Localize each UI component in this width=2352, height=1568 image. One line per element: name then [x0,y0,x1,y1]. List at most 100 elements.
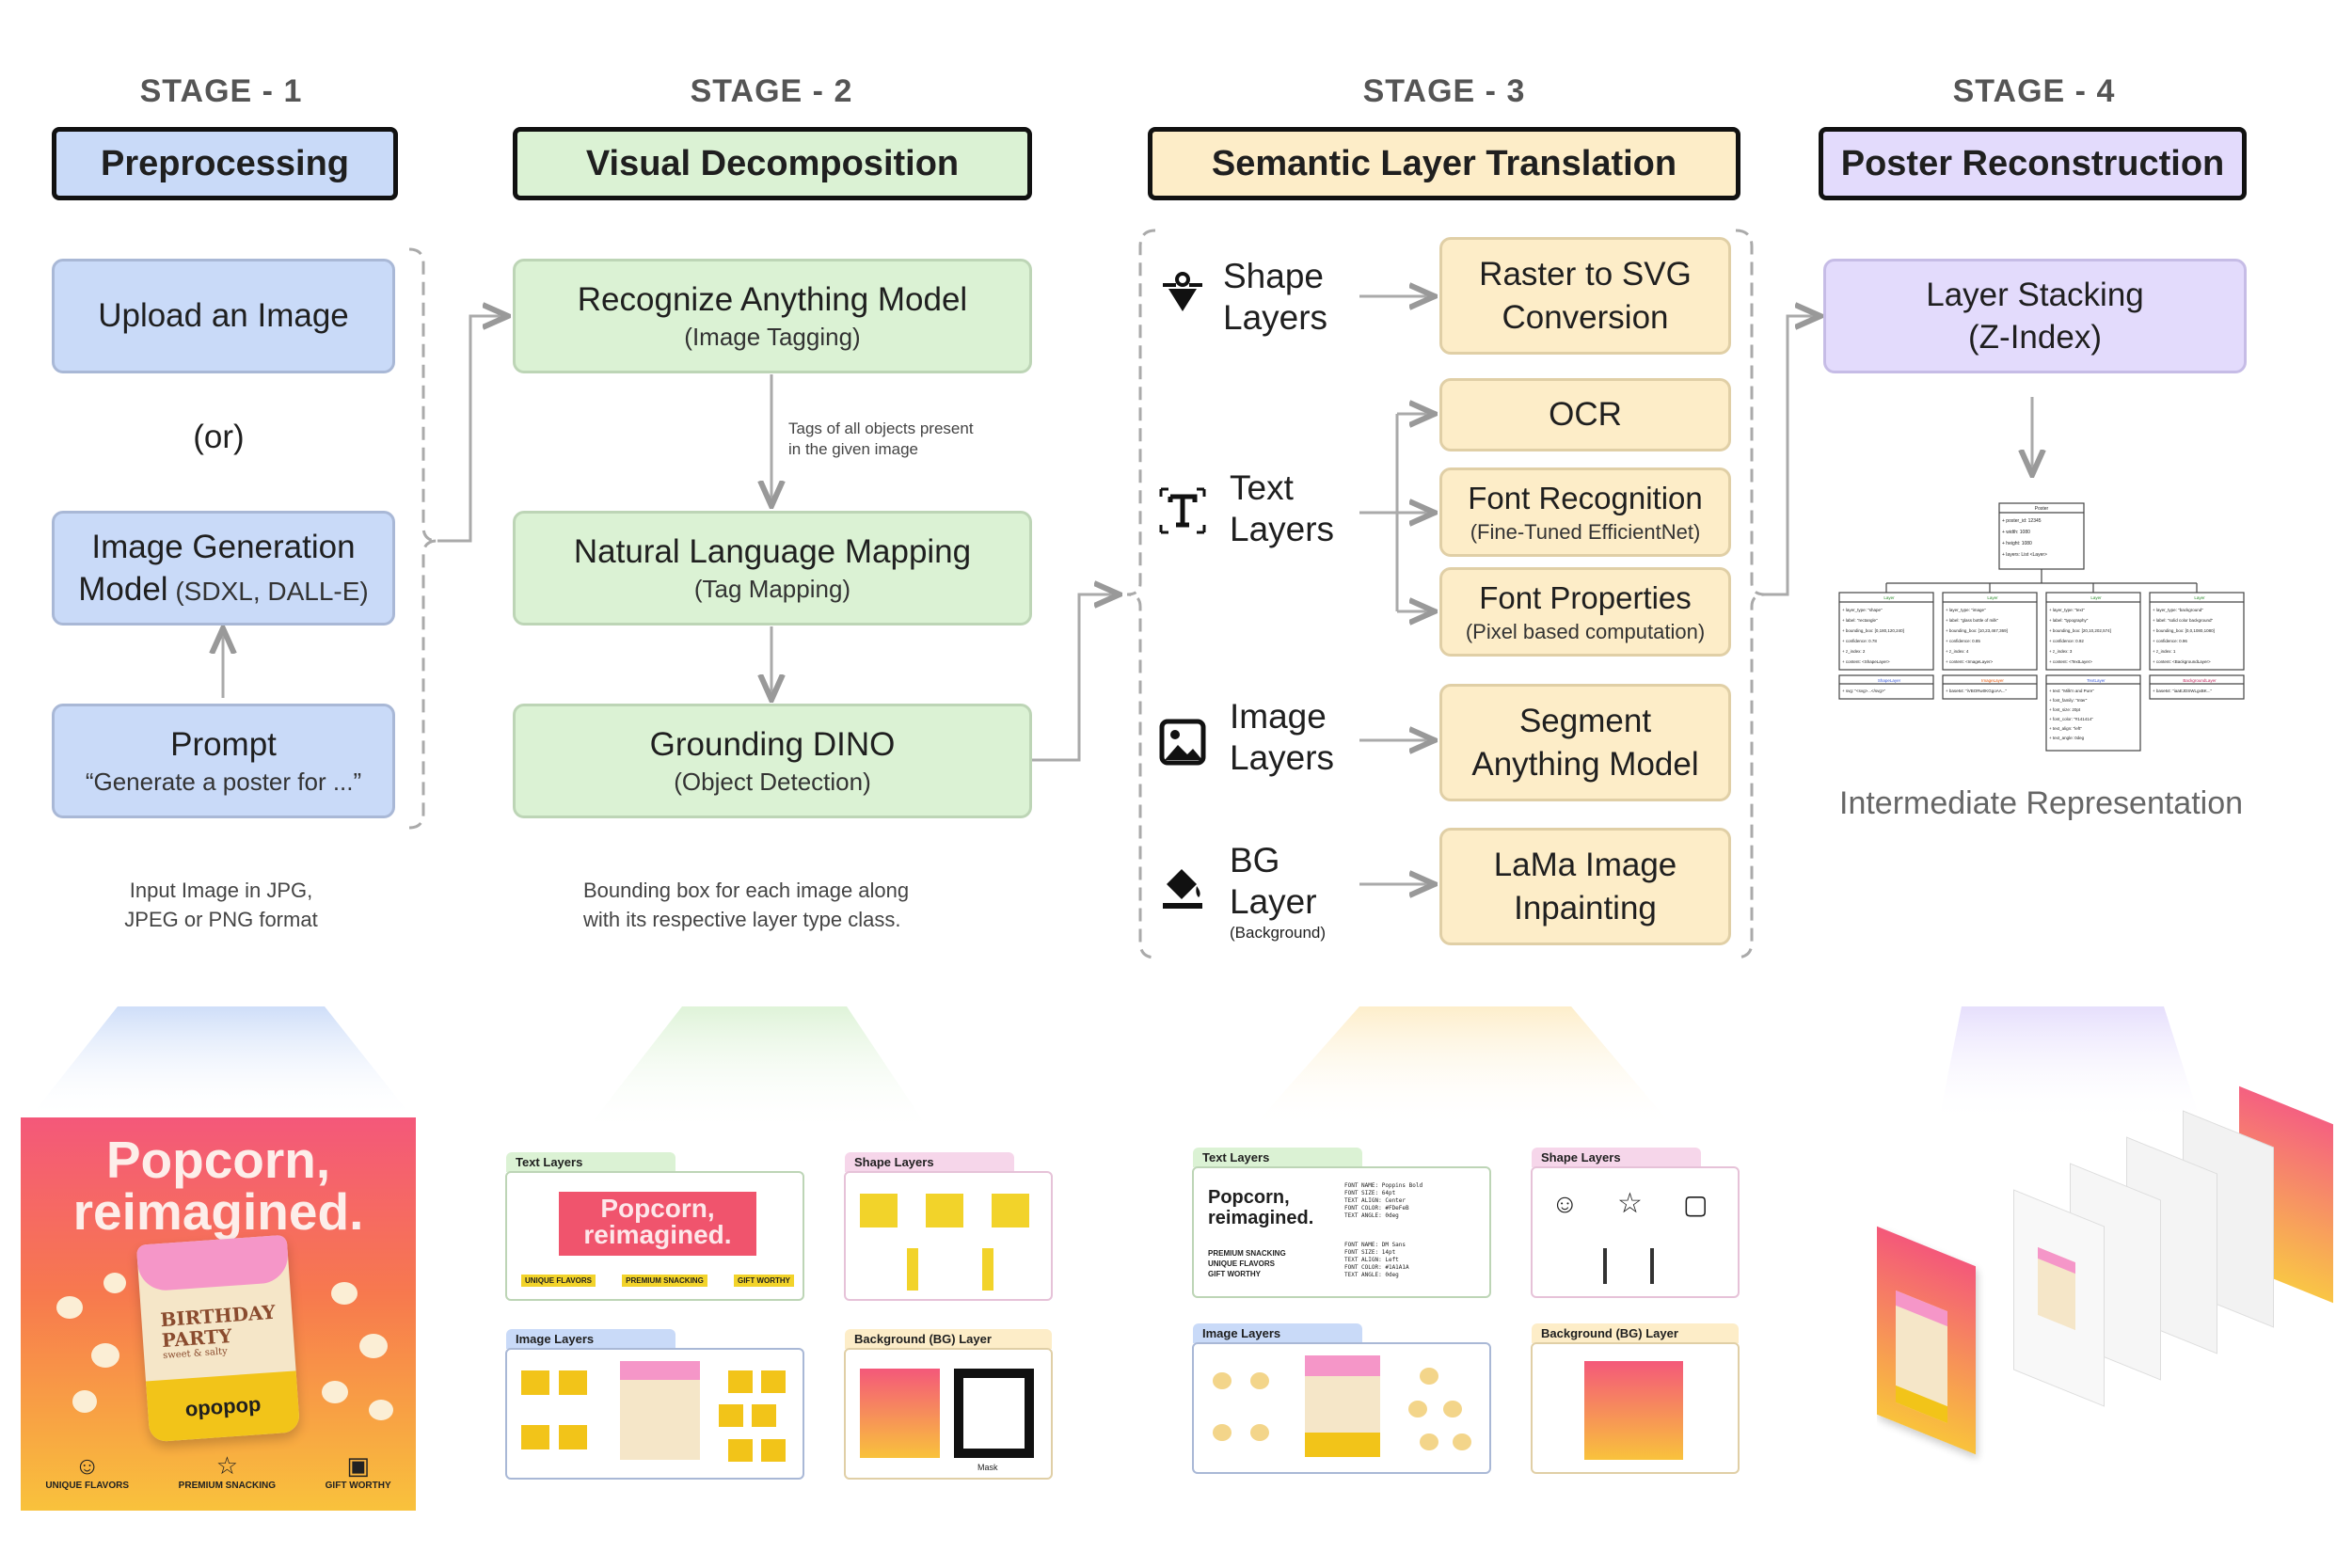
ir-layer-field: + confidence: 0.85 [1946,639,1980,643]
image-generation-model-box: Image Generation Model (SDXL, DALL-E) [52,511,395,626]
shape-bar [907,1248,918,1291]
s3-bg-layer-panel [1531,1342,1740,1474]
text-layer-feature: PREMIUM SNACKING [622,1275,707,1287]
ir-root-field: + poster_id: 12345 [2002,518,2042,524]
feature-premium: ☆PREMIUM SNACKING [179,1451,276,1491]
dino-title: Grounding DINO [649,726,896,764]
divider-line [1603,1248,1607,1284]
ir-sublayer-field: + svg: "<svg>...</svg>" [1842,689,1885,693]
image-kernel [1250,1424,1269,1441]
font-prop: FONT COLOR: #1A1A1A [1344,1264,1409,1272]
ir-layer-field: + layer_type: "text" [2049,608,2085,612]
ir-layer-field: + confidence: 0.96 [2153,639,2187,643]
image-kernel [559,1370,587,1395]
stage-1-title: Preprocessing [52,127,398,200]
s3-text-layers-panel: Popcorn, reimagined. PREMIUM SNACKING UN… [1192,1166,1491,1298]
text-layers-icon [1159,487,1206,534]
font-prop-sub: (Pixel based computation) [1465,619,1706,643]
poster-features: ☺UNIQUE FLAVORS ☆PREMIUM SNACKING ▣GIFT … [21,1451,416,1491]
image-layers-tab: Image Layers [506,1329,675,1349]
image-kernel [1213,1424,1232,1441]
stack-line2: (Z-Index) [1968,319,2102,356]
poster-title-line1: Popcorn, [105,1131,331,1189]
ocr-box: OCR [1439,378,1731,451]
ir-layer-field: + content: <ImageLayer> [1946,659,1994,664]
image-kernel [521,1370,549,1395]
image-kernel [761,1370,786,1393]
image-layers-line2: Layers [1230,738,1335,778]
prompt-title: Prompt [170,726,277,764]
raster-line2: Conversion [1502,298,1669,336]
image-kernel [1420,1433,1438,1450]
natural-language-mapping-box: Natural Language Mapping (Tag Mapping) [513,511,1032,626]
ram-sub: (Image Tagging) [684,322,861,351]
ir-layer-field: + label: "solid color background" [2153,618,2214,623]
ir-sublayer-field: + text: "Milk'n and Pure" [2049,689,2094,693]
ir-sublayer-field: + text_align: "left" [2049,726,2082,731]
popcorn-kernel [72,1390,97,1413]
ir-layer-field: + label: "rectangle" [1842,618,1878,623]
poster-preview: Popcorn, reimagined. BIRTHDAY PARTY swee… [21,1117,416,1511]
stack-line1: Layer Stacking [1926,276,2144,313]
ir-root-title: Poster [2035,506,2049,512]
font-prop: FONT NAME: Poppins Bold [1344,1182,1423,1189]
paint-bucket-icon [1163,869,1202,909]
stack-layer [2013,1189,2105,1407]
image-kernel [752,1404,776,1427]
projection-beams [28,1006,2201,1133]
image-kernel [1250,1372,1269,1389]
stack-bag [2038,1246,2075,1331]
s3-bg-layer-tab: Background (BG) Layer [1532,1323,1739,1343]
font-prop: FONT COLOR: #FDeFeB [1344,1205,1409,1212]
stage-1-label: STAGE - 1 [139,73,303,109]
star-outline-icon: ☆ [1617,1188,1643,1219]
intermediate-representation-label: Intermediate Representation [1839,785,2244,821]
tags-note: Tags of all objects present in the given… [788,419,1024,460]
ir-layer-field: + label: "typography" [2049,618,2089,623]
mask-cutout [963,1378,1025,1449]
stacked-layers-visual [1877,1016,2347,1533]
upload-image-label: Upload an Image [98,297,349,335]
lama-line2: Inpainting [1514,889,1657,927]
font-prop: TEXT ANGLE: 0deg [1344,1272,1399,1279]
ir-sublayer-field: + font_size: 20pt [2049,707,2081,712]
lama-inpainting-box: LaMa Image Inpainting [1439,828,1731,945]
popcorn-bag: BIRTHDAY PARTY sweet & salty opopop [135,1234,301,1443]
ir-layer-field: + layer_type: "shape" [1842,608,1883,612]
text-layer-line2: reimagined. [583,1220,732,1249]
feature-gift: ▣GIFT WORTHY [326,1451,391,1491]
bg-layer-tab: Background (BG) Layer [845,1329,1052,1349]
ir-sublayer-field: + text_angle: 0deg [2049,736,2085,740]
text-layer-feature: UNIQUE FLAVORS [521,1275,596,1287]
shape-bar [982,1248,993,1291]
bag-label: BIRTHDAY PARTY sweet & salty [160,1301,278,1361]
s3-feature-list: PREMIUM SNACKING UNIQUE FLAVORS GIFT WOR… [1208,1248,1286,1280]
feature-label: GIFT WORTHY [325,1481,391,1491]
shape-layers-icon [1163,272,1202,311]
bg-layer-sub: (Background) [1230,923,1327,942]
text-layer-headline: Popcorn, reimagined. [559,1192,756,1256]
font-prop: TEXT ALIGN: Center [1344,1197,1406,1205]
s3-headline-line2: reimagined. [1208,1208,1314,1228]
image-kernel [728,1370,753,1393]
ir-layer-field: + content: <ShapeLayer> [1842,659,1890,664]
ir-layer-field: + bounding_box: [20,10,202,574] [2049,628,2111,633]
image-kernel [521,1425,549,1449]
image-layers-line1: Image [1230,697,1327,736]
popcorn-kernel [91,1343,119,1368]
lama-line1: LaMa Image [1493,847,1677,883]
ir-layer-field: + content: <TextLayer> [2049,659,2092,664]
feature-label: PREMIUM SNACKING [178,1481,277,1491]
popcorn-kernel [322,1381,348,1403]
grounding-dino-box: Grounding DINO (Object Detection) [513,704,1032,818]
image-layers-label: Image Layers [1230,696,1334,780]
ocr-label: OCR [1549,396,1622,434]
raster-to-svg-box: Raster to SVG Conversion [1439,237,1731,355]
font-prop: FONT SIZE: 14pt [1344,1249,1396,1257]
s3-shape-layers-tab: Shape Layers [1532,1148,1701,1167]
ir-layer-title: Layer [2090,595,2102,600]
layer-stacking-box: Layer Stacking (Z-Index) [1823,259,2247,373]
s3-feature: UNIQUE FLAVORS [1208,1259,1275,1269]
ir-root-field: + layers: List <Layer> [2002,552,2047,558]
text-layer-line1: Popcorn, [600,1194,715,1223]
